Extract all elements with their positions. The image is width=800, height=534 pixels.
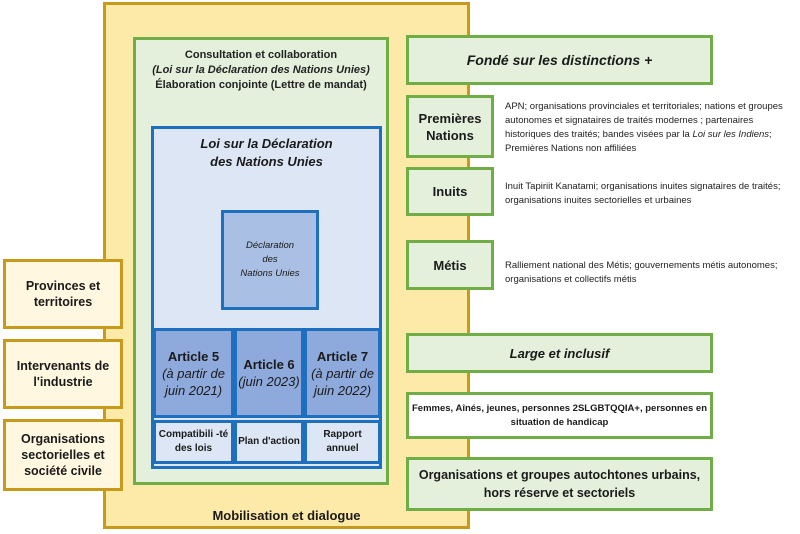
industry-stakeholders-box: Intervenants de l'industrie (3, 339, 123, 409)
declaration-act-title: Loi sur la Déclaration des Nations Unies (151, 133, 382, 173)
article-5-box: Article 5 (à partir de juin 2021) (153, 328, 234, 418)
metis-description: Ralliement national des Métis; gouvernem… (505, 260, 778, 285)
first-nations-description: APN; organisations provinciales et terri… (505, 101, 783, 154)
act-title-line2: des Nations Unies (210, 154, 323, 169)
consultation-text: Consultation et collaboration (Loi sur l… (136, 42, 386, 98)
declaration-line1: Déclaration (245, 240, 295, 251)
mobilisation-label: Mobilisation et dialogue (212, 507, 361, 523)
article-5-date: (à partir de juin 2021) (162, 365, 225, 398)
urban-organisations-box: Organisations et groupes autochtones urb… (406, 457, 713, 511)
article-5-title: Article 5 (167, 348, 220, 364)
consultation-line2: (Loi sur la Déclaration des Nations Unie… (152, 63, 370, 76)
consultation-line3: Élaboration conjointe (Lettre de mandat) (155, 78, 367, 91)
provinces-territories-box: Provinces et territoires (3, 259, 123, 329)
act-title-line1: Loi sur la Déclaration (200, 136, 333, 151)
consultation-line1: Consultation et collaboration (184, 48, 338, 61)
declaration-line3: Nations Unies (240, 268, 300, 279)
article-6-caption: Plan d'action (234, 420, 304, 464)
inclusive-groups-box: Femmes, Aînés, jeunes, personnes 2SLGBTQ… (406, 392, 713, 439)
article-7-title: Article 7 (316, 348, 369, 364)
article-6-title: Article 6 (243, 357, 295, 372)
article-5-caption: Compatibili -té des lois (153, 420, 234, 464)
declaration-line2: des (262, 254, 278, 265)
article-6-date: (juin 2023) (238, 374, 300, 389)
inuit-description: Inuit Tapiriit Kanatami; organisations i… (505, 181, 781, 206)
metis-box: Métis (406, 240, 494, 290)
article-7-box: Article 7 (à partir de juin 2022) (304, 328, 381, 418)
first-nations-box: Premières Nations (406, 95, 494, 158)
article-6-box: Article 6 (juin 2023) (234, 328, 304, 418)
inuit-box: Inuits (406, 167, 494, 216)
un-declaration-box: Déclaration des Nations Unies (221, 210, 319, 310)
sector-civil-society-box: Organisations sectorielles et société ci… (3, 419, 123, 491)
article-7-caption: Rapport annuel (304, 420, 381, 464)
article-7-date: (à partir de juin 2022) (311, 365, 374, 398)
inclusive-header: Large et inclusif (406, 333, 713, 373)
distinctions-header: Fondé sur les distinctions + (406, 35, 713, 85)
